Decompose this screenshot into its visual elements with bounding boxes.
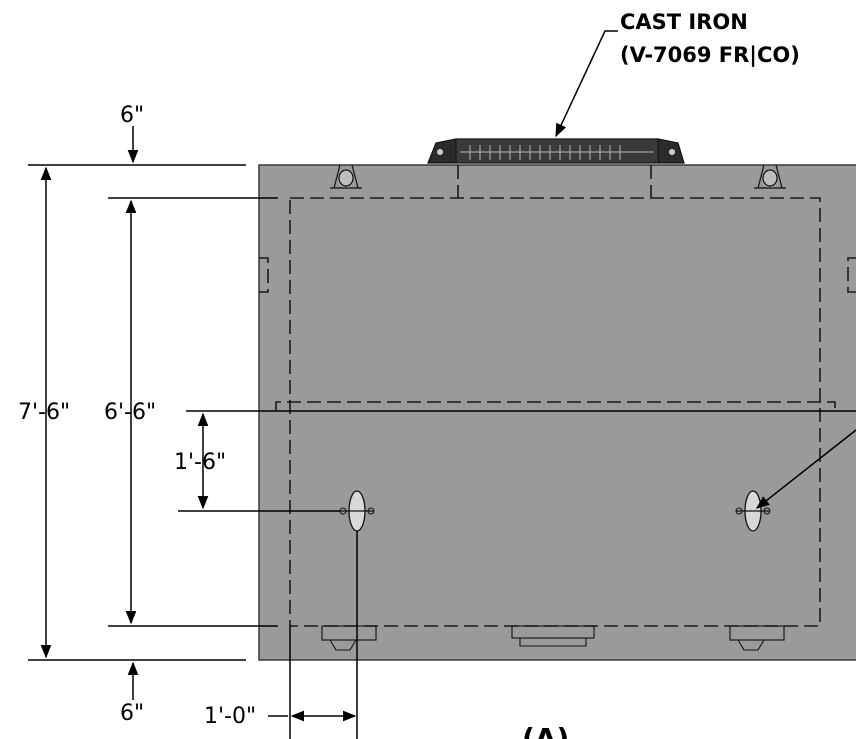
side-knockout-right <box>847 257 856 293</box>
joint-shelf-hidden <box>275 401 836 411</box>
pipe-knockout-leader <box>755 429 856 509</box>
pipe-knockout-left <box>339 490 375 532</box>
callout-material-line2: (V-7069 FR|CO) <box>620 43 800 68</box>
dim-bottom-wall: 6" <box>120 701 144 726</box>
dim-knockout-offset: 1'-0" <box>204 704 256 729</box>
cast-iron-frame <box>427 138 685 164</box>
side-knockout-left <box>259 257 269 293</box>
bottom-hardware <box>321 625 785 651</box>
extension-lines <box>28 164 358 739</box>
lifting-insert-right <box>754 164 786 189</box>
dim-overall-height: 7'-6" <box>18 400 70 425</box>
section-label: (A) <box>522 722 569 739</box>
dimension-lines <box>40 126 357 722</box>
dim-inside-height: 6'-6" <box>104 400 156 425</box>
callout-material-line1: CAST IRON <box>620 10 748 34</box>
dim-knockout-height: 1'-6" <box>174 450 226 475</box>
cast-iron-leader <box>555 30 618 138</box>
vault-body <box>258 164 856 661</box>
lifting-insert-left <box>330 164 362 189</box>
dim-top-wall: 6" <box>120 103 144 128</box>
